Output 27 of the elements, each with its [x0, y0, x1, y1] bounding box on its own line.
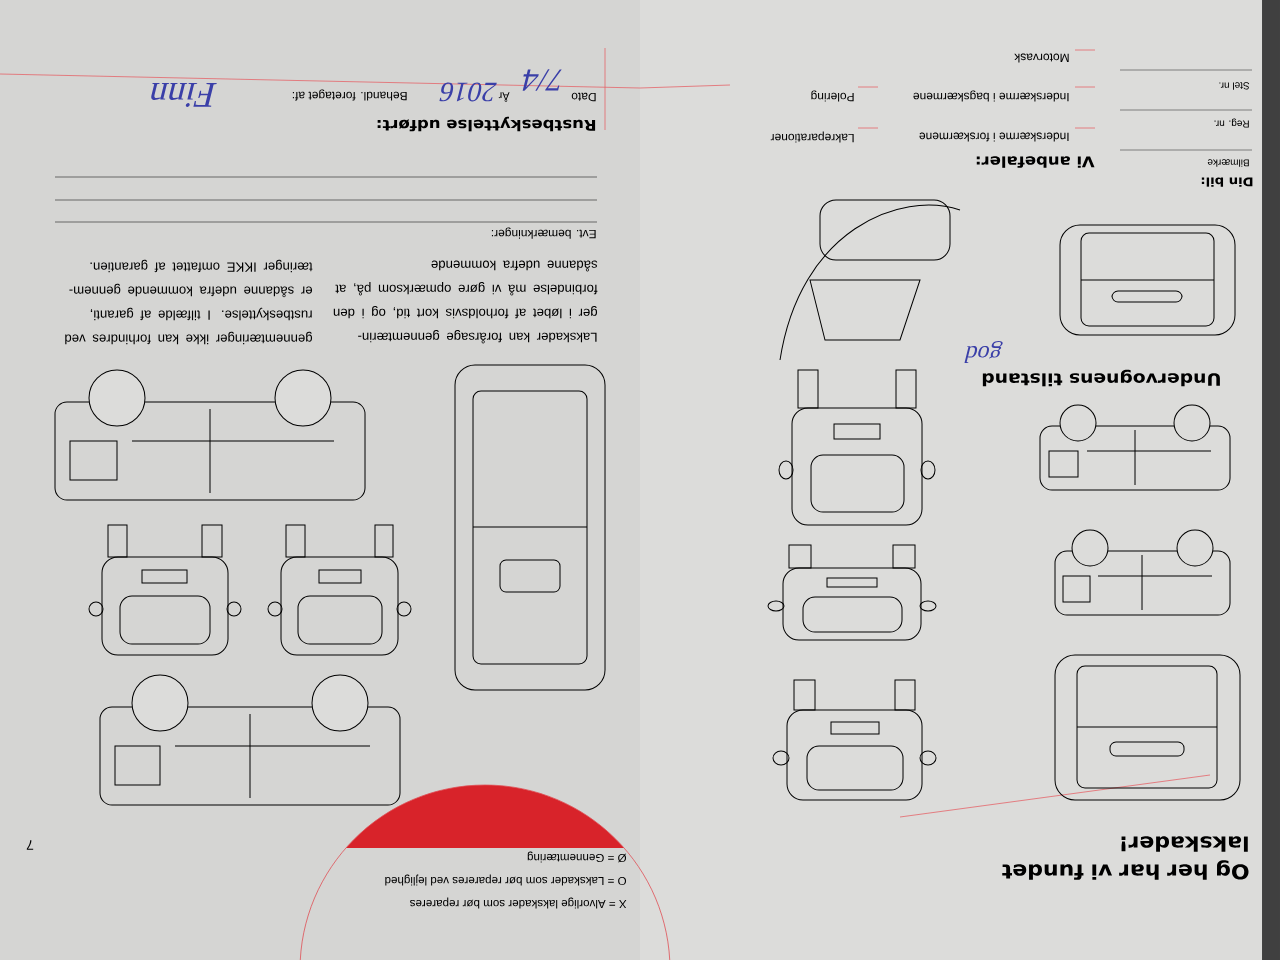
handwritten-note: Finn	[151, 83, 217, 107]
heading: Din bil:	[1201, 177, 1253, 187]
label-text: 7	[26, 840, 34, 850]
label-text: O = Lakskader som bør repareres ved lejlighed	[385, 874, 627, 886]
label-text: Behandl. foretaget af:	[292, 89, 407, 101]
label-text: Inderskærme i bagskærmene	[913, 90, 1069, 102]
label-text: Polering	[811, 90, 854, 102]
heading: Undervognens tilstand	[982, 369, 1220, 387]
heading: Rustbeskyttelse udført:	[377, 116, 596, 132]
label-text: Reg. nr.	[1214, 118, 1249, 128]
label-text: Bilmærke	[1207, 159, 1249, 167]
label-text: Lakreparationer	[770, 131, 854, 143]
label-text: Dato	[571, 92, 596, 102]
handwritten-note: 2016	[439, 82, 497, 102]
title: Og her har vi fundet lakskader!	[1002, 836, 1249, 880]
label-text: X = Alvorlige lakskader som bør repareres	[410, 897, 627, 909]
label-text: Motorvask	[1014, 53, 1069, 63]
label-text: Ø = Gennemtæring	[527, 851, 627, 863]
label-text: Evt. bemærkninger:	[491, 227, 596, 239]
label-text: Inderskærme i forskærmene	[919, 132, 1069, 142]
handwritten-note: 7/4	[522, 69, 562, 91]
handwritten-note: god	[964, 341, 1003, 363]
label-text: År	[498, 92, 510, 102]
label-text: Stel nr.	[1219, 82, 1250, 90]
label-text: Lakskader kan forårsage gennemtærin- ger i løbet af forholdsvis kort tid, og i den forbindelse må vi gøre opmærksom på, at sådanne udefra kommende	[333, 260, 598, 344]
heading: Vi anbefaler:	[976, 156, 1095, 168]
label-text: gennemtæringer ikke kan forhindres ved rustbeskyttelse. I tilfælde af garanti, er sådanne udefra kommende gennem- tæringer IKKE omfattet af garantien.	[65, 259, 313, 345]
